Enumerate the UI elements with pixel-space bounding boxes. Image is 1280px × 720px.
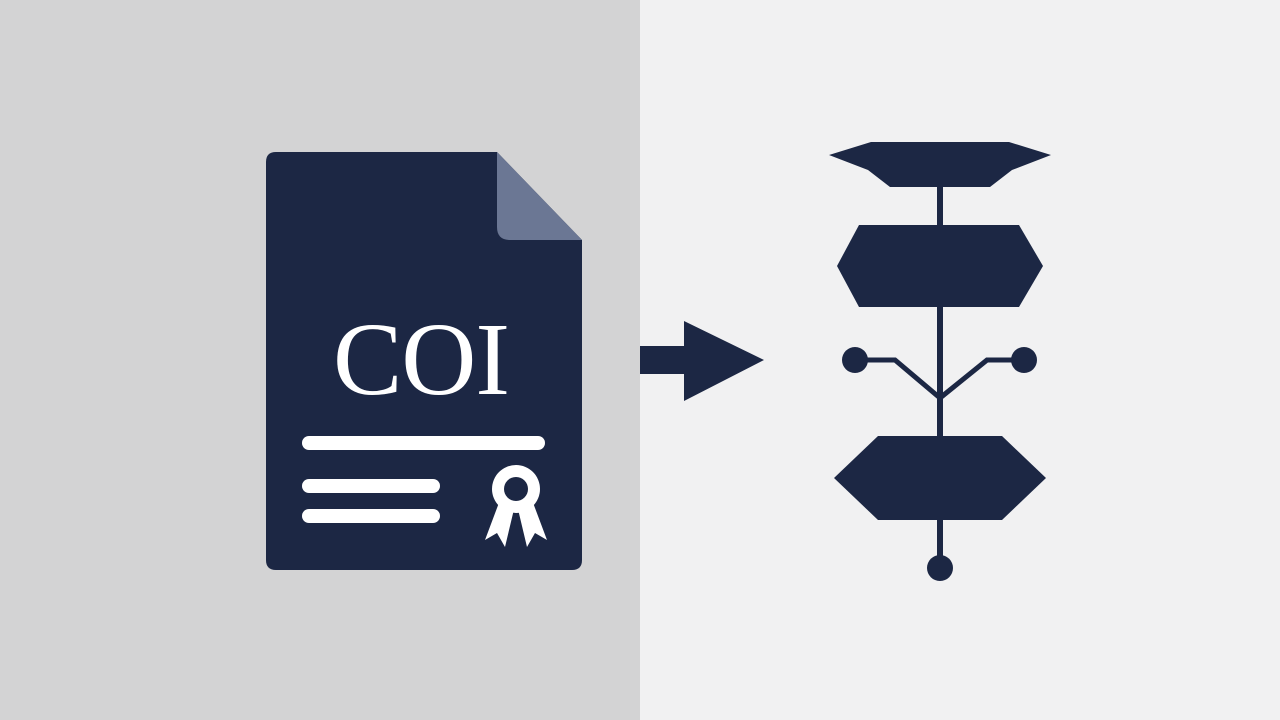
flowchart-branch xyxy=(842,347,1037,400)
flowchart-terminal-point xyxy=(927,555,953,581)
flowchart-node-third xyxy=(834,436,1046,520)
award-seal-center xyxy=(504,477,528,501)
ribbon-tail-right xyxy=(517,500,547,547)
branch-right-line xyxy=(938,357,1024,400)
document-title: COI xyxy=(333,302,509,417)
document-body xyxy=(266,152,582,570)
flowchart-icon xyxy=(829,142,1051,581)
certificate-document-icon: COI xyxy=(266,152,582,570)
document-line-short-1 xyxy=(302,479,440,493)
document-folded-corner xyxy=(497,152,582,240)
flowchart-node-top xyxy=(829,142,1051,187)
document-line-short-2 xyxy=(302,509,440,523)
branch-left-line xyxy=(855,357,942,400)
award-ribbon-icon xyxy=(485,465,547,547)
arrow-right-icon xyxy=(640,321,764,401)
ribbon-tail-left xyxy=(485,500,515,547)
flowchart-node-second xyxy=(837,225,1043,307)
branch-left-dot xyxy=(842,347,868,373)
branch-right-dot xyxy=(1011,347,1037,373)
document-line-long xyxy=(302,436,545,450)
